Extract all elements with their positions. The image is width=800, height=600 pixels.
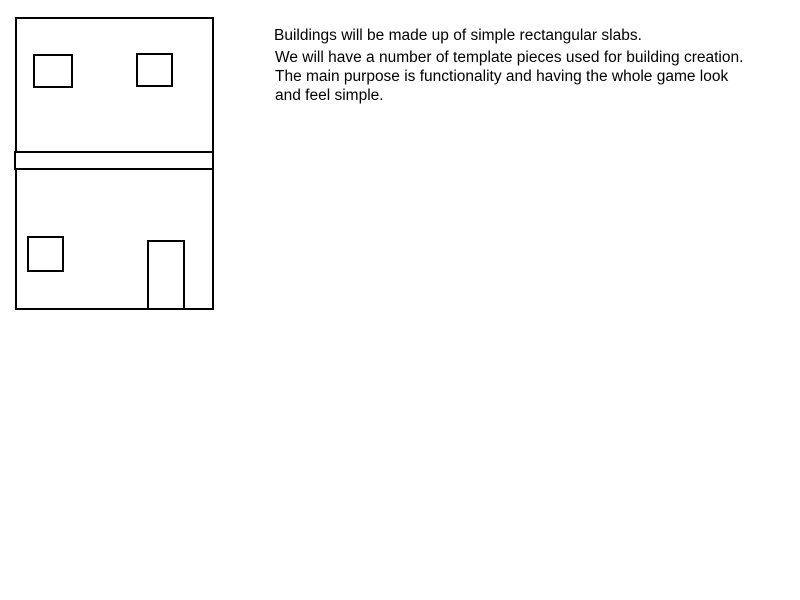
templates-note: We will have a number of template pieces… [275, 48, 743, 105]
upper-left-window [33, 54, 73, 88]
templates-note-line: The main purpose is functionality and ha… [275, 68, 729, 85]
upper-right-window [136, 53, 173, 87]
upper-floor-slab [15, 17, 214, 153]
floor-divider-slab [14, 151, 214, 170]
lower-left-window [27, 236, 64, 272]
front-door [147, 240, 185, 310]
templates-note-line: and feel simple. [275, 87, 384, 104]
templates-note-line: We will have a number of template pieces… [275, 49, 744, 66]
slabs-note: Buildings will be made up of simple rect… [274, 27, 642, 44]
lower-floor-slab [15, 168, 214, 310]
